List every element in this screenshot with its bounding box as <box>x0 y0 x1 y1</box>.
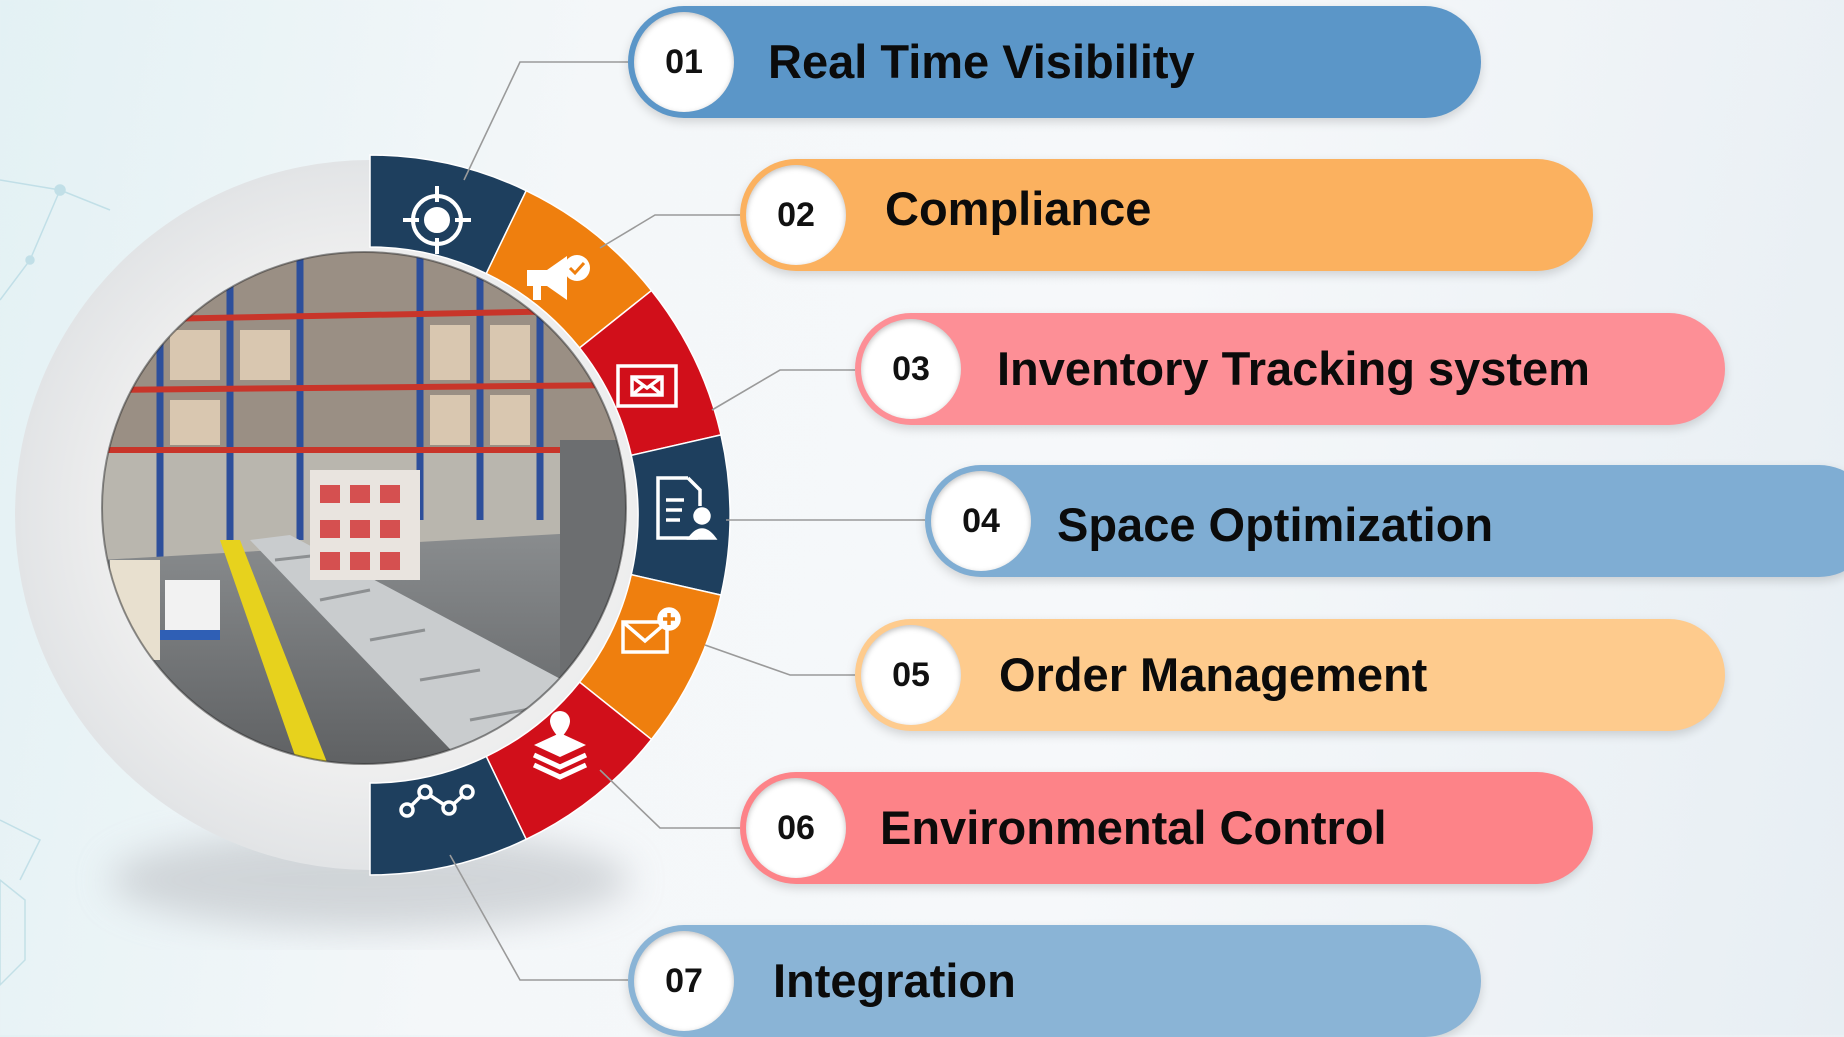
target-icon <box>403 186 471 254</box>
pill-label: Real Time Visibility <box>768 35 1195 88</box>
feature-pill-04: 04 Space Optimization <box>925 465 1844 577</box>
ring-segment-4 <box>630 433 731 597</box>
layers-location-icon <box>532 711 588 780</box>
pill-number: 01 <box>634 12 734 112</box>
pill-number: 05 <box>861 625 961 725</box>
feature-pill-07: 07 Integration <box>628 925 1481 1037</box>
feature-pill-05: 05 Order Management <box>855 619 1725 731</box>
envelope-icon <box>616 364 678 408</box>
segment-icons <box>399 186 718 818</box>
pill-number: 06 <box>746 778 846 878</box>
warehouse-photo <box>102 252 626 764</box>
megaphone-check-icon <box>527 255 590 300</box>
pill-number: 04 <box>931 471 1031 571</box>
pill-number: 03 <box>861 319 961 419</box>
pill-number: 02 <box>746 165 846 265</box>
decorative-network <box>0 179 111 987</box>
feature-pill-06: 06 Environmental Control <box>740 772 1593 884</box>
feature-pill-03: 03 Inventory Tracking system <box>855 313 1725 425</box>
mail-plus-icon <box>621 607 681 654</box>
ring-segment-7 <box>369 755 528 876</box>
pill-label: Environmental Control <box>880 801 1387 854</box>
feature-pill-01: 01 Real Time Visibility <box>628 6 1481 118</box>
pill-label: Compliance <box>885 182 1152 235</box>
nodes-icon <box>399 784 475 818</box>
pill-label: Inventory Tracking system <box>997 342 1590 395</box>
pill-label: Integration <box>773 954 1016 1007</box>
document-user-icon <box>656 476 718 540</box>
connector-lines <box>449 61 925 981</box>
pill-label: Space Optimization <box>1057 498 1494 551</box>
pill-label: Order Management <box>999 648 1428 701</box>
pill-number: 07 <box>634 931 734 1031</box>
feature-pill-02: 02 Compliance <box>740 159 1593 271</box>
